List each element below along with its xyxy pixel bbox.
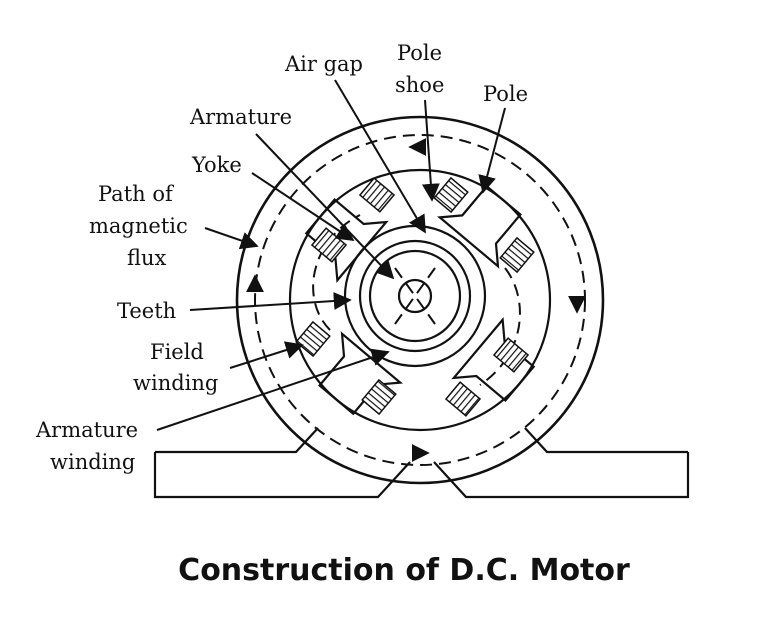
- label-armature-winding-line2: winding: [50, 450, 135, 474]
- label-armature-winding-line1: Armature: [35, 418, 138, 442]
- motor-base: [153, 427, 690, 499]
- caption: Construction of D.C. Motor: [178, 553, 630, 588]
- label-air-gap: Air gap: [284, 52, 363, 76]
- label-field-line1: Field: [150, 340, 204, 364]
- label-field-line2: winding: [133, 371, 218, 395]
- label-pole-shoe-line1: Pole: [397, 41, 442, 65]
- yoke: [235, 115, 605, 485]
- leader-lines: [156, 79, 506, 431]
- label-pole-shoe-line2: shoe: [395, 73, 444, 97]
- field-windings: [295, 176, 535, 417]
- label-yoke: Yoke: [191, 153, 242, 177]
- label-pole: Pole: [483, 82, 528, 106]
- label-armature: Armature: [189, 105, 292, 129]
- pole-top-right: [437, 184, 522, 269]
- label-teeth: Teeth: [117, 299, 176, 323]
- label-path-line1: Path of: [98, 182, 175, 206]
- label-path-line2: magnetic: [89, 214, 188, 238]
- label-path-line3: flux: [127, 246, 167, 270]
- armature: [343, 224, 487, 368]
